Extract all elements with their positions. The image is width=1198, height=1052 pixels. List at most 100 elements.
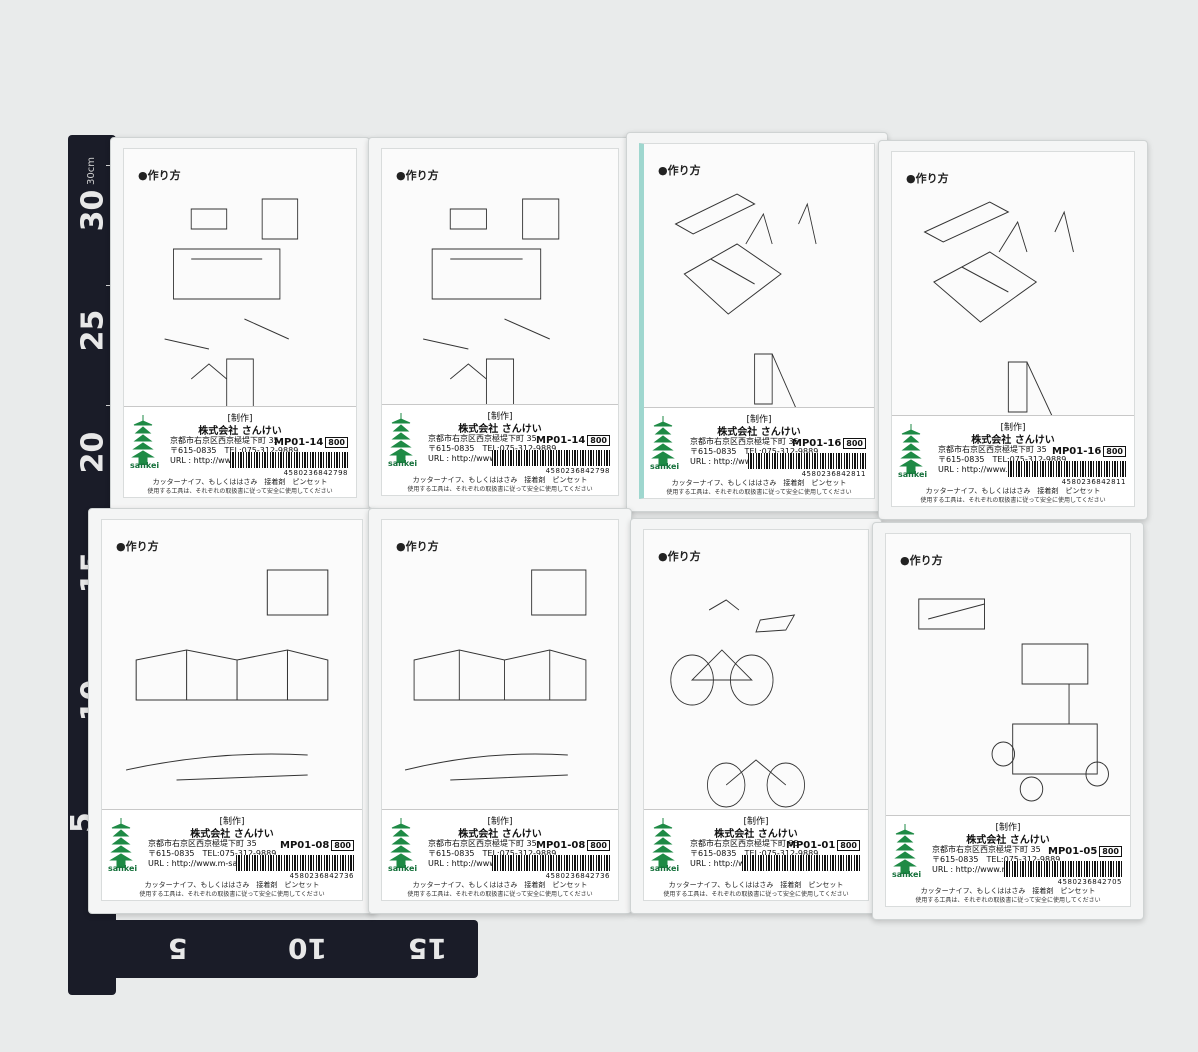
- price-badge: 800: [837, 840, 860, 851]
- ruler-number: 20: [75, 431, 111, 474]
- ruler-unit-label: 30cm: [86, 157, 97, 185]
- ean-number: 4580236842798: [283, 469, 348, 477]
- bench-kit-icon: [396, 189, 604, 429]
- product-label: sankei [制作] 株式会社 さんけい 京都市右京区西京極堤下町 35 〒6…: [892, 415, 1134, 506]
- pagoda-logo-icon: [389, 818, 413, 868]
- price-badge: 800: [331, 840, 354, 851]
- price-badge: 800: [1099, 846, 1122, 857]
- product-code-text: MP01-01: [786, 840, 836, 851]
- maker-name: 株式会社 さんけい: [190, 829, 274, 840]
- postal-tel-line: 〒615-0835 TEL:075-312-9889: [690, 849, 819, 858]
- maker-name: 株式会社 さんけい: [714, 829, 798, 840]
- price-badge: 800: [587, 435, 610, 446]
- howto-heading: ●作り方: [900, 554, 943, 567]
- ean-number: 4580236842811: [801, 470, 866, 478]
- instruction-card: ●作り方 sankei [制作] 株式会社 さんけい 京都市右京区西京極堤下町 …: [101, 519, 363, 901]
- maker-name: 株式会社 さんけい: [971, 435, 1055, 446]
- brand-name: sankei: [388, 459, 418, 468]
- product-label: sankei [制作] 株式会社 さんけい 京都市右京区西京極堤下町 35 〒6…: [382, 404, 618, 495]
- maker-tag: [制作]: [487, 817, 513, 827]
- bicycle-kit-icon: [658, 570, 854, 810]
- maker-address: 京都市右京区西京極堤下町 35 〒615-0835 TEL:075-312-98…: [938, 445, 1066, 475]
- safety-notes: 使用する工具は、それぞれの取扱書に従って安全に使用してください: [139, 891, 325, 898]
- brand-name: sankei: [130, 461, 160, 470]
- maker-tag: [制作]: [487, 412, 513, 422]
- address-line: 京都市右京区西京極堤下町 35: [428, 839, 537, 848]
- barcode: [492, 855, 610, 871]
- maker-name: 株式会社 さんけい: [966, 835, 1050, 846]
- barcode: [748, 453, 866, 469]
- howto-heading: ●作り方: [658, 550, 701, 563]
- maker-name: 株式会社 さんけい: [458, 829, 542, 840]
- price-badge: 800: [1103, 446, 1126, 457]
- howto-heading: ●作り方: [138, 169, 181, 182]
- barcode: [1004, 861, 1122, 877]
- kit-package: ●作り方 sankei [制作] 株式会社 さんけい 京都市右京区西京極堤下町 …: [872, 522, 1144, 920]
- url-line: URL : http://www.m-sankei.co.jp: [148, 859, 276, 868]
- price-badge: 800: [587, 840, 610, 851]
- barcode: [492, 450, 610, 466]
- product-label: sankei [制作] 株式会社 さんけい 京都市右京区西京極堤下町 35 〒6…: [644, 809, 868, 900]
- url-line: URL : http://www.m-sankei.co.jp: [428, 859, 555, 868]
- safety-notes: 使用する工具は、それぞれの取扱書に従って安全に使用してください: [407, 891, 593, 898]
- ruler-number: 30: [75, 189, 111, 232]
- howto-heading: ●作り方: [396, 169, 439, 182]
- barcode: [742, 855, 860, 871]
- price-badge: 800: [843, 438, 866, 449]
- brand-name: sankei: [388, 864, 418, 873]
- maker-address: 京都市右京区西京極堤下町 35 〒615-0835 TEL:075-312-98…: [428, 434, 556, 464]
- safety-notes: 使用する工具は、それぞれの取扱書に従って安全に使用してください: [147, 488, 333, 495]
- instruction-card: ●作り方 sankei [制作] 株式会社 さんけい 京都市右京区西京極堤下町 …: [123, 148, 357, 498]
- url-line: URL : http://www.m-sankei.co.jp: [938, 465, 1066, 474]
- howto-heading: ●作り方: [396, 540, 439, 553]
- postal-tel-line: 〒615-0835 TEL:075-312-9889: [428, 849, 557, 858]
- ean-number: 4580236842798: [545, 467, 610, 475]
- barcode: [1008, 461, 1126, 477]
- required-tools: カッターナイフ、もしくははさみ 接着剤 ピンセット: [144, 881, 320, 889]
- maker-name: 株式会社 さんけい: [717, 427, 801, 438]
- instruction-card: ●作り方 sankei [制作] 株式会社 さんけい 京都市右京区西京極堤下町 …: [639, 143, 875, 499]
- ruler-number: 5: [168, 932, 188, 965]
- pagoda-logo-icon: [651, 416, 675, 466]
- safety-notes: 使用する工具は、それぞれの取扱書に従って安全に使用してください: [407, 486, 593, 493]
- product-code-text: MP01-08: [280, 840, 330, 851]
- address-line: 京都市右京区西京極堤下町 35: [690, 839, 799, 848]
- brand-name: sankei: [892, 870, 922, 879]
- address-line: 京都市右京区西京極堤下町 35: [428, 434, 537, 443]
- price-badge: 800: [325, 437, 348, 448]
- required-tools: カッターナイフ、もしくははさみ 接着剤 ピンセット: [671, 479, 847, 487]
- safety-notes: 使用する工具は、それぞれの取扱書に従って安全に使用してください: [663, 891, 849, 898]
- kit-package: ●作り方 sankei [制作] 株式会社 さんけい 京都市右京区西京極堤下町 …: [368, 137, 632, 509]
- maker-name: 株式会社 さんけい: [198, 426, 282, 437]
- required-tools: カッターナイフ、もしくははさみ 接着剤 ピンセット: [412, 476, 588, 484]
- kit-package: ●作り方 sankei [制作] 株式会社 さんけい 京都市右京区西京極堤下町 …: [626, 132, 888, 512]
- required-tools: カッターナイフ、もしくははさみ 接着剤 ピンセット: [152, 478, 328, 486]
- kit-package: ●作り方 sankei [制作] 株式会社 さんけい 京都市右京区西京極堤下町 …: [630, 518, 882, 914]
- required-tools: カッターナイフ、もしくははさみ 接着剤 ピンセット: [925, 487, 1101, 495]
- postal-tel-line: 〒615-0835 TEL:075-312-9889: [938, 455, 1067, 464]
- barcode: [230, 452, 348, 468]
- product-code-text: MP01-16: [792, 438, 842, 449]
- howto-heading: ●作り方: [658, 164, 701, 177]
- product-code-text: MP01-14: [536, 435, 586, 446]
- ruler-number: 15: [408, 932, 447, 965]
- pagoda-logo-icon: [109, 818, 133, 868]
- product-code-text: MP01-05: [1048, 846, 1098, 857]
- ean-number: 4580236842736: [545, 872, 610, 880]
- safety-notes: 使用する工具は、それぞれの取扱書に従って安全に使用してください: [666, 489, 852, 496]
- required-tools: カッターナイフ、もしくははさみ 接着剤 ピンセット: [668, 881, 844, 889]
- horizontal-ruler: 5 10 15: [68, 920, 478, 978]
- ean-number: 4580236842811: [1061, 478, 1126, 486]
- product-code-text: MP01-16: [1052, 446, 1102, 457]
- postal-tel-line: 〒615-0835 TEL:075-312-9889: [932, 855, 1061, 864]
- postal-tel-line: 〒615-0835 TEL:075-312-9889: [428, 444, 557, 453]
- brand-name: sankei: [108, 864, 138, 873]
- product-label: sankei [制作] 株式会社 さんけい 京都市右京区西京極堤下町 35 〒6…: [124, 406, 356, 497]
- brand-name: sankei: [650, 864, 680, 873]
- slide-kit-icon: [906, 192, 1120, 432]
- stall-kit-icon: [116, 560, 348, 800]
- bench-kit-icon: [138, 189, 342, 429]
